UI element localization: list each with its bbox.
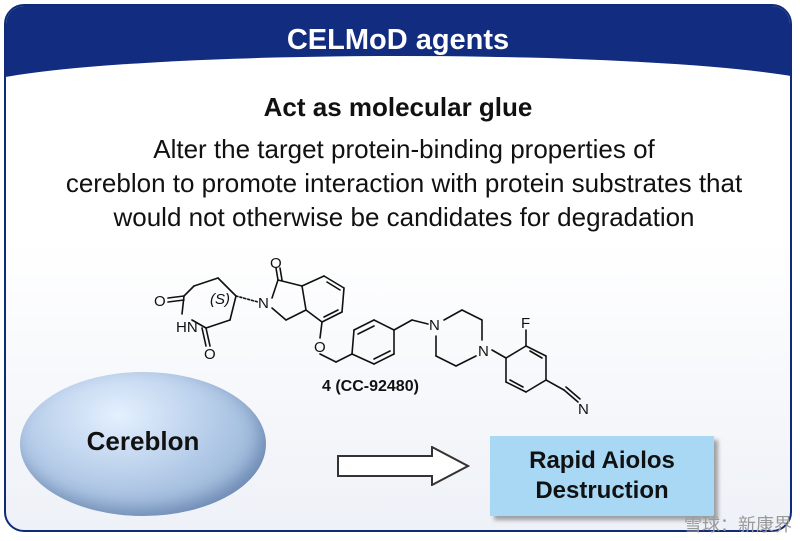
atom-o-ether: O: [314, 339, 326, 356]
stereo-label: (S): [210, 291, 230, 308]
cereblon-label: Cereblon: [86, 426, 200, 456]
atom-o-left: O: [154, 293, 166, 310]
description: Alter the target protein-binding propert…: [26, 132, 782, 234]
atom-f: F: [521, 315, 530, 332]
subtitle: Act as molecular glue: [263, 92, 533, 122]
atom-hn: HN: [176, 319, 198, 336]
header-banner: CELMoD agents: [6, 6, 790, 78]
atom-n-nitrile: N: [578, 401, 589, 418]
atom-n-piperazine-1: N: [429, 317, 440, 334]
atom-o-top: O: [270, 258, 282, 272]
header-title: CELMoD agents: [286, 24, 510, 56]
right-arrow-icon: [337, 446, 470, 486]
watermark: 雪球：新康界: [684, 515, 792, 536]
atom-n-isoindolinone: N: [258, 295, 269, 312]
result-box: Rapid Aiolos Destruction: [490, 436, 714, 516]
description-line-1: Alter the target protein-binding propert…: [153, 134, 655, 164]
atom-n-piperazine-2: N: [478, 343, 489, 360]
result-line-2: Destruction: [535, 477, 669, 504]
atom-o-bottom: O: [204, 346, 216, 363]
slide-card: CELMoD agents Act as molecular glue Alte…: [4, 4, 792, 532]
description-line-3: would not otherwise be candidates for de…: [113, 202, 695, 232]
cereblon-ellipse: Cereblon: [20, 372, 266, 516]
molecule-structure: O HN O (S) N O O N N F N: [154, 258, 589, 418]
result-line-1: Rapid Aiolos: [529, 447, 675, 474]
description-line-2: cereblon to promote interaction with pro…: [65, 168, 743, 198]
compound-label: 4 (CC-92480): [322, 378, 419, 395]
header-arc: [6, 56, 790, 78]
